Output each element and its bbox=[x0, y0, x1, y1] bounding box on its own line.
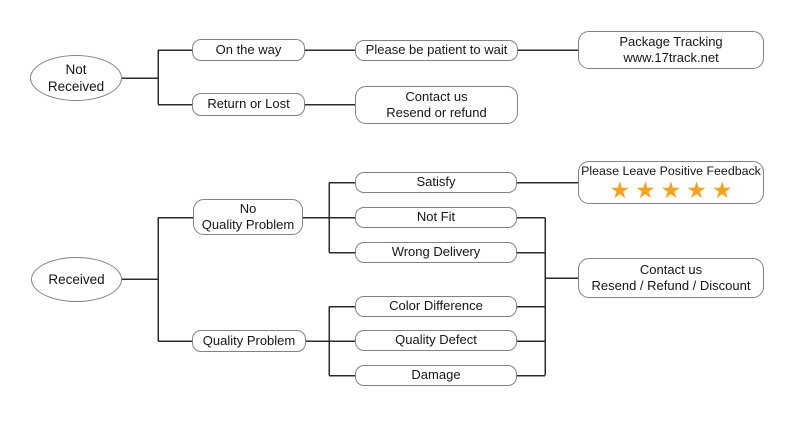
five-star-rating-icon: ★★★★★ bbox=[609, 177, 738, 204]
node-label: Resend / Refund / Discount bbox=[591, 278, 751, 293]
node-label: Satisfy bbox=[416, 174, 456, 190]
node-label: Return or Lost bbox=[207, 96, 290, 112]
node-received: Received bbox=[31, 257, 122, 302]
node-no-quality-problem: No Quality Problem bbox=[193, 199, 303, 235]
node-label: Quality Problem bbox=[202, 332, 296, 348]
node-satisfy: Satisfy bbox=[355, 172, 517, 193]
node-contact-resend-refund-discount: Contact us Resend / Refund / Discount bbox=[578, 258, 764, 298]
node-label: Not Fit bbox=[416, 209, 456, 225]
node-label: Quality Defect bbox=[395, 332, 477, 348]
node-color-difference: Color Difference bbox=[355, 296, 517, 317]
node-contact-resend-refund: Contact us Resend or refund bbox=[355, 86, 518, 124]
node-label: Contact us bbox=[639, 261, 703, 277]
node-label: On the way bbox=[215, 41, 282, 57]
node-label: Quality Problem bbox=[201, 217, 295, 232]
node-label: Damage bbox=[411, 367, 461, 383]
node-label: Color Difference bbox=[389, 298, 483, 314]
node-label: Contact us bbox=[405, 88, 468, 104]
node-not-fit: Not Fit bbox=[355, 207, 517, 228]
node-return-or-lost: Return or Lost bbox=[192, 93, 305, 116]
node-on-the-way: On the way bbox=[192, 39, 305, 61]
node-positive-feedback: Please Leave Positive Feedback ★★★★★ bbox=[578, 161, 764, 204]
node-not-received: Not Received bbox=[30, 55, 122, 101]
node-wrong-delivery: Wrong Delivery bbox=[355, 242, 517, 263]
node-damage: Damage bbox=[355, 365, 517, 386]
node-label: Received bbox=[47, 79, 105, 94]
node-quality-defect: Quality Defect bbox=[355, 330, 517, 351]
node-please-be-patient: Please be patient to wait bbox=[355, 40, 518, 61]
node-label: Package Tracking bbox=[619, 33, 723, 49]
node-label: Wrong Delivery bbox=[391, 244, 481, 260]
node-label: Please Leave Positive Feedback bbox=[581, 163, 761, 178]
node-label: No bbox=[239, 200, 257, 216]
node-label: Please be patient to wait bbox=[365, 42, 508, 58]
tracking-url: www.17track.net bbox=[623, 50, 719, 65]
node-package-tracking: Package Tracking www.17track.net bbox=[578, 31, 764, 69]
node-label: Received bbox=[48, 272, 105, 287]
node-label: Not bbox=[65, 62, 87, 77]
node-quality-problem: Quality Problem bbox=[192, 330, 306, 352]
node-label: Resend or refund bbox=[386, 105, 487, 120]
